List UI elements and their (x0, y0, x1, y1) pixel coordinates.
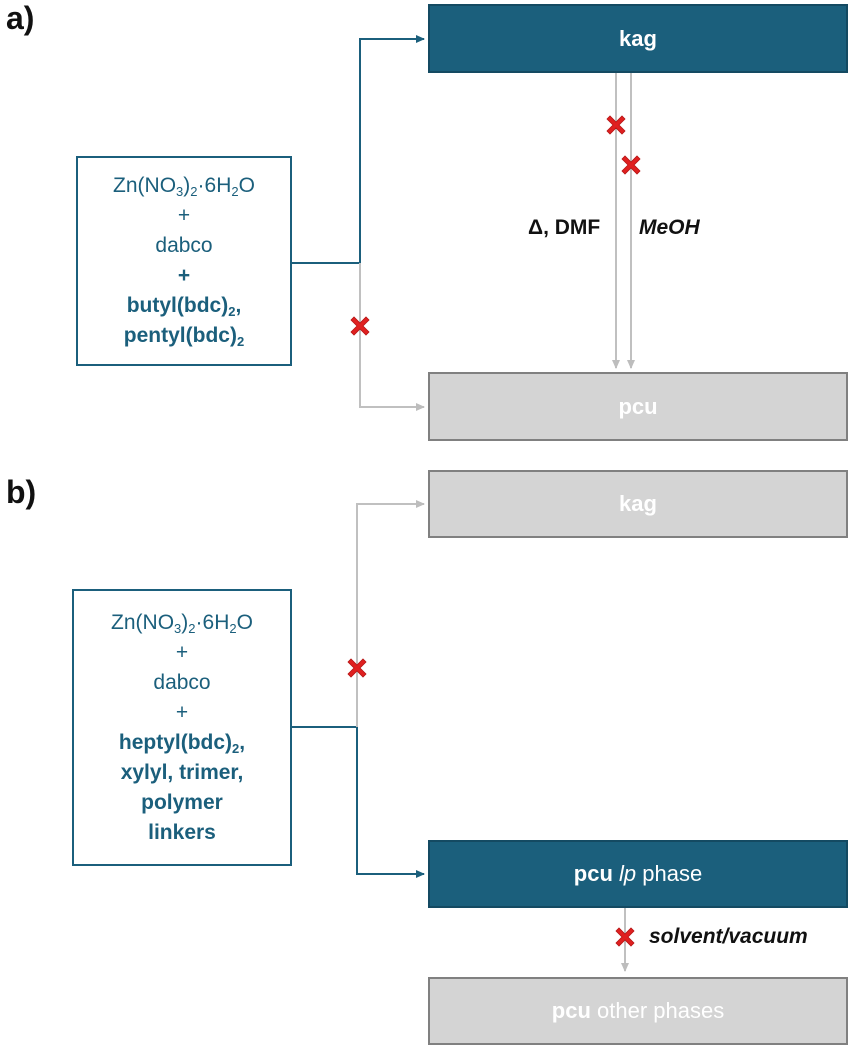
condition-a-heat-dmf: Δ, DMF (528, 216, 600, 240)
arrow-b-to-kag (356, 500, 425, 727)
condition-b-solvent-vacuum: solvent/vacuum (649, 925, 808, 948)
arrow-b-to-pcu-lp (356, 727, 425, 878)
product-label-a-pcu: pcu (618, 393, 658, 419)
metal-salt-b: Zn(NO3)2·6H2O (111, 610, 253, 636)
reactant-box-b: Zn(NO3)2·6H2O + dabco + heptyl(bdc)2, xy… (72, 589, 292, 866)
linker-line1-a: butyl(bdc)2, (126, 294, 242, 319)
product-label-b-pcu-other: pcu other phases (551, 998, 725, 1023)
linker-line4-b: linkers (148, 820, 216, 844)
plus-sign-b2: + (175, 700, 189, 724)
colinker-b: dabco (153, 670, 211, 694)
arrow-a-to-kag (359, 35, 425, 263)
product-box-a-pcu: pcu (428, 372, 848, 441)
product-label-b-kag: kag (619, 491, 657, 516)
condition-text-heat-dmf: Δ, DMF (528, 216, 601, 239)
linker-line2-a: pentyl(bdc)2 (123, 324, 245, 349)
plus-sign-a1: + (177, 204, 191, 227)
product-box-b-kag: kag (428, 470, 848, 538)
linker-line3-b: polymer (141, 790, 223, 814)
product-box-b-pcu-other: pcu other phases (428, 977, 848, 1045)
linker-line1-b: heptyl(bdc)2, (118, 730, 246, 756)
colinker-a: dabco (155, 234, 213, 257)
panel-label-b: b) (6, 474, 37, 510)
panel-label-a: a) (6, 0, 35, 36)
plus-sign-a2: + (177, 264, 191, 287)
linker-line2-b: xylyl, trimer, (120, 760, 244, 784)
arrow-a-to-pcu (359, 263, 425, 411)
product-label-b-pcu-lp: pcu lp phase (573, 861, 703, 886)
product-box-b-pcu-lp: pcu lp phase (428, 840, 848, 908)
reactant-box-a: Zn(NO3)2·6H2O + dabco + butyl(bdc)2, pen… (76, 156, 292, 366)
plus-sign-b1: + (175, 640, 189, 664)
condition-a-meoh: MeOH (639, 216, 700, 239)
product-label-a-kag: kag (619, 25, 657, 51)
product-box-a-kag: kag (428, 4, 848, 73)
metal-salt-a: Zn(NO3)2·6H2O (113, 174, 255, 199)
